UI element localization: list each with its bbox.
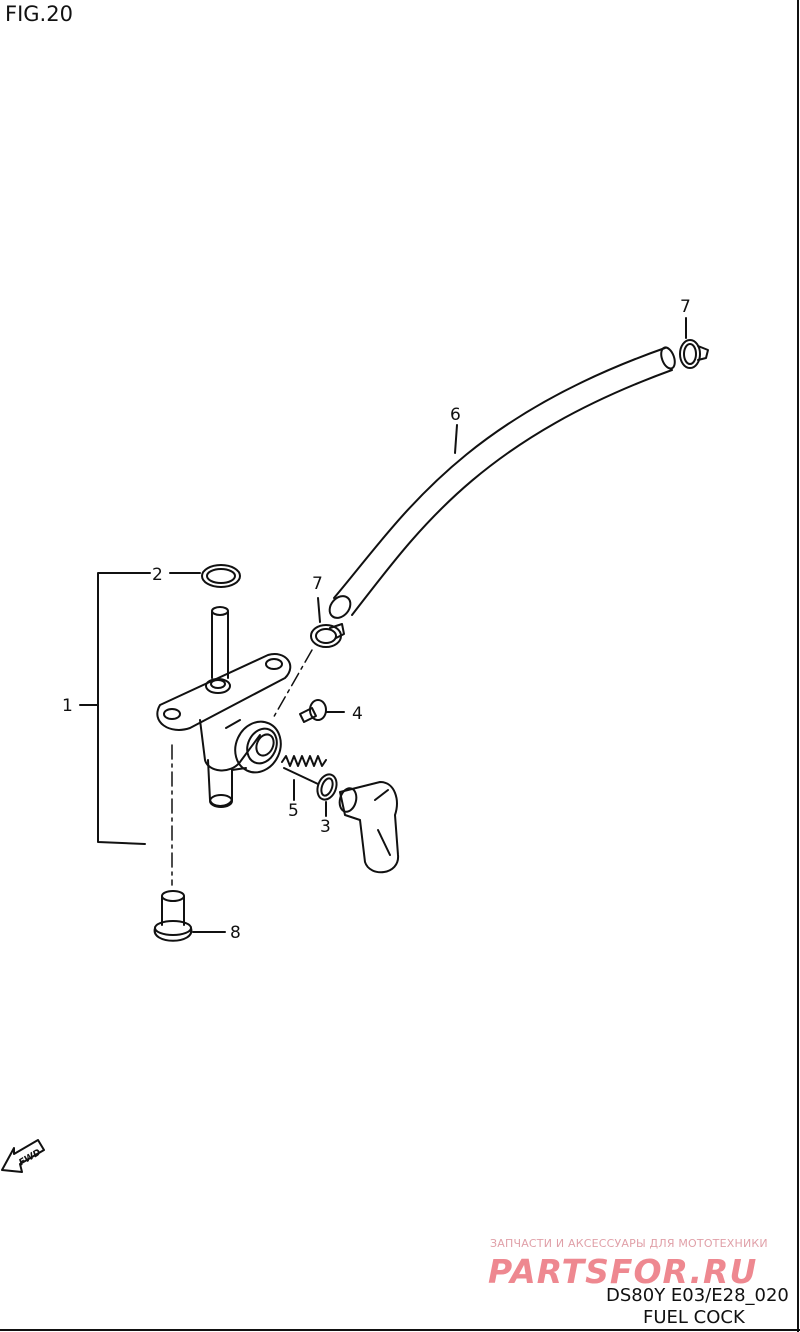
frame-border-bottom <box>0 1329 800 1331</box>
callout-5: 5 <box>288 801 299 821</box>
part-name: FUEL COCK <box>643 1307 745 1328</box>
o-ring-gasket <box>201 564 241 588</box>
watermark-logo: PARTSFOR.RU <box>488 1252 758 1291</box>
callout-2: 2 <box>152 565 163 585</box>
hose-clamp-bottom <box>310 623 345 648</box>
callout-3: 3 <box>320 817 331 837</box>
figure-title: FIG.20 <box>5 2 73 26</box>
fuel-cock-body <box>156 606 292 808</box>
callout-6: 6 <box>450 405 461 425</box>
callout-7-top: 7 <box>680 297 691 317</box>
small-o-ring <box>316 773 338 817</box>
callout-8: 8 <box>230 923 241 943</box>
bracket-part-1 <box>79 572 151 845</box>
screw <box>299 699 345 723</box>
valve-lever <box>338 781 400 874</box>
fwd-arrow-icon <box>1 1139 45 1173</box>
bolt <box>153 890 226 942</box>
leader-7-bottom <box>317 597 321 623</box>
spring <box>281 755 327 801</box>
callout-7-bottom: 7 <box>312 574 323 594</box>
callout-4: 4 <box>352 704 363 724</box>
hose-clamp-top <box>679 339 709 369</box>
o-ring-gasket-inner <box>206 568 236 584</box>
assembly-lines <box>171 649 313 886</box>
fuel-hose <box>328 346 676 619</box>
leader-6 <box>454 424 458 454</box>
model-code: DS80Y E03/E28_020 <box>606 1285 789 1306</box>
frame-border-right <box>797 0 799 1332</box>
watermark-tagline: ЗАПЧАСТИ И АКСЕССУАРЫ ДЛЯ МОТОТЕХНИКИ <box>490 1237 768 1250</box>
callout-1: 1 <box>62 696 73 716</box>
